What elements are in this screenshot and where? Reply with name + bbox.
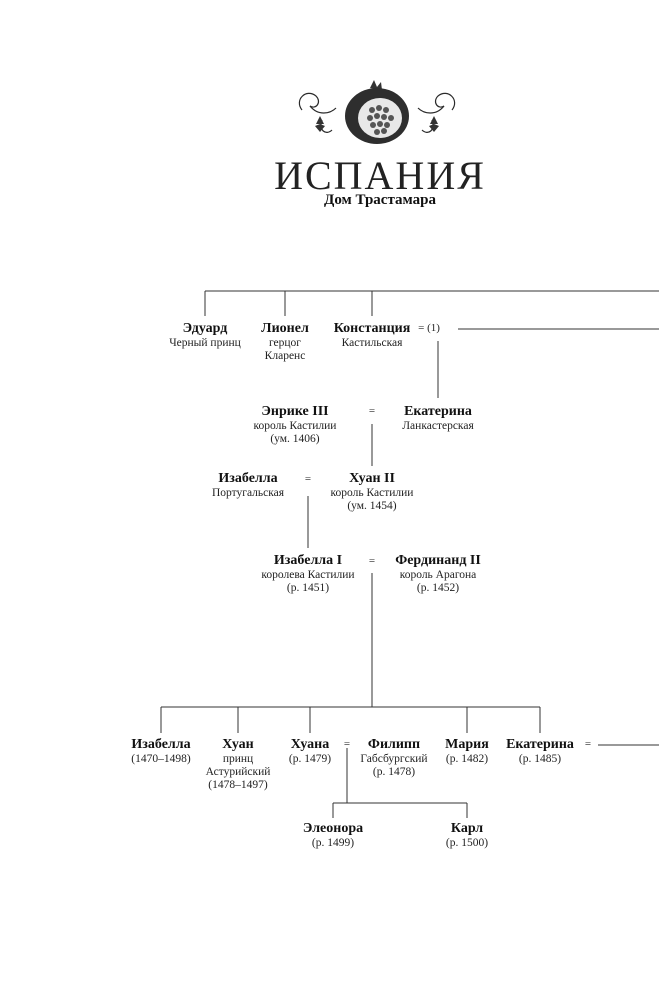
person-name: Изабелла I — [261, 552, 354, 569]
person-eleonora: Элеонора (р. 1499) — [303, 820, 363, 850]
marriage-equals: = — [344, 738, 350, 750]
person-isabella-child: Изабелла (1470–1498) — [131, 736, 190, 766]
person-name: Эдуард — [169, 320, 241, 337]
person-name: Карл — [446, 820, 488, 837]
person-desc: (ум. 1454) — [331, 500, 414, 513]
person-desc: Кларенс — [261, 350, 309, 363]
person-desc: Черный принц — [169, 337, 241, 350]
person-name: Екатерина — [506, 736, 574, 753]
person-name: Екатерина — [402, 403, 473, 420]
person-desc: (1478–1497) — [206, 779, 271, 792]
person-name: Изабелла — [212, 470, 284, 487]
person-enrique: Энрике III король Кастилии (ум. 1406) — [254, 403, 337, 446]
person-constance: Констанция Кастильская — [334, 320, 411, 350]
person-karl: Карл (р. 1500) — [446, 820, 488, 850]
person-philip: Филипп Габсбургский (р. 1478) — [360, 736, 427, 779]
person-maria: Мария (р. 1482) — [445, 736, 489, 766]
person-name: Констанция — [334, 320, 411, 337]
person-desc: принц — [206, 753, 271, 766]
person-desc: Кастильская — [334, 337, 411, 350]
person-name: Филипп — [360, 736, 427, 753]
marriage-equals: = — [305, 473, 311, 485]
person-name: Хуан II — [331, 470, 414, 487]
person-isabella-portugal: Изабелла Португальская — [212, 470, 284, 500]
person-desc: (р. 1479) — [289, 753, 331, 766]
person-desc: (1470–1498) — [131, 753, 190, 766]
person-juan-ii: Хуан II король Кастилии (ум. 1454) — [331, 470, 414, 513]
marriage-equals: = — [369, 405, 375, 417]
person-desc: (р. 1485) — [506, 753, 574, 766]
person-desc: (р. 1451) — [261, 582, 354, 595]
person-ferdinand-ii: Фердинанд II король Арагона (р. 1452) — [395, 552, 481, 595]
person-lionel: Лионел герцог Кларенс — [261, 320, 309, 363]
person-desc: герцог — [261, 337, 309, 350]
person-desc: (р. 1452) — [395, 582, 481, 595]
person-desc: (р. 1500) — [446, 837, 488, 850]
person-name: Лионел — [261, 320, 309, 337]
person-eduard: Эдуард Черный принц — [169, 320, 241, 350]
person-name: Энрике III — [254, 403, 337, 420]
marriage-mark: = (1) — [418, 322, 440, 334]
person-desc: король Кастилии — [254, 420, 337, 433]
person-name: Мария — [445, 736, 489, 753]
person-desc: король Арагона — [395, 569, 481, 582]
person-catherine-child: Екатерина (р. 1485) — [506, 736, 574, 766]
person-desc: король Кастилии — [331, 487, 414, 500]
marriage-equals: = — [585, 738, 591, 750]
person-desc: Ланкастерская — [402, 420, 473, 433]
person-desc: Габсбургский — [360, 753, 427, 766]
person-name: Фердинанд II — [395, 552, 481, 569]
person-isabella-i: Изабелла I королева Кастилии (р. 1451) — [261, 552, 354, 595]
person-desc: Астурийский — [206, 766, 271, 779]
person-name: Изабелла — [131, 736, 190, 753]
marriage-equals: = — [369, 555, 375, 567]
person-catherine-lancaster: Екатерина Ланкастерская — [402, 403, 473, 433]
person-name: Элеонора — [303, 820, 363, 837]
person-desc: Португальская — [212, 487, 284, 500]
person-desc: (ум. 1406) — [254, 433, 337, 446]
person-desc: (р. 1478) — [360, 766, 427, 779]
person-desc: (р. 1482) — [445, 753, 489, 766]
person-name: Хуана — [289, 736, 331, 753]
person-desc: (р. 1499) — [303, 837, 363, 850]
person-desc: королева Кастилии — [261, 569, 354, 582]
person-name: Хуан — [206, 736, 271, 753]
person-juana: Хуана (р. 1479) — [289, 736, 331, 766]
person-juan-child: Хуан принц Астурийский (1478–1497) — [206, 736, 271, 792]
